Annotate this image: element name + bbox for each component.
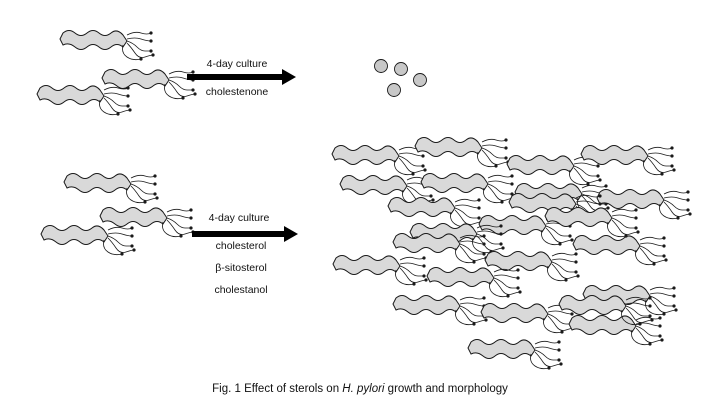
result-bacterium-14 [572, 235, 669, 267]
coccoid-cell-icon-2 [394, 62, 408, 76]
bottom-input-bacterium-3 [40, 225, 137, 257]
top-input-bacterium-1 [59, 30, 156, 62]
caption-species: H. pylori [342, 383, 385, 395]
figure-caption: Fig. 1 Effect of sterols on H. pylori gr… [0, 383, 720, 395]
result-bacterium-1 [331, 145, 428, 177]
result-bacterium-8 [596, 189, 693, 221]
top-input-bacterium-2 [101, 69, 198, 101]
bottom-arrow-label-culture: 4-day culture [208, 212, 270, 224]
result-bacterium-15 [332, 255, 429, 287]
coccoid-cell-icon-4 [387, 83, 401, 97]
bottom-input-bacterium-1 [63, 173, 160, 205]
caption-suffix: growth and morphology [384, 383, 508, 395]
result-bacterium-6 [420, 173, 517, 205]
coccoid-cell-icon-1 [374, 59, 388, 73]
result-bacterium-23 [544, 207, 641, 239]
bottom-arrow-label-cholestanol: cholestanol [214, 284, 268, 296]
result-bacterium-2 [414, 137, 511, 169]
result-bacterium-17 [426, 267, 523, 299]
result-bacterium-9 [387, 197, 484, 229]
bottom-arrow-label-cholesterol: cholesterol [215, 240, 267, 252]
caption-prefix: Fig. 1 Effect of sterols on [212, 383, 343, 395]
top-input-bacterium-3 [36, 85, 133, 117]
result-bacterium-4 [580, 145, 677, 177]
result-bacterium-3 [506, 155, 603, 187]
result-bacterium-19 [392, 295, 489, 327]
top-right-arrow-icon [187, 69, 296, 85]
coccoid-cell-icon-3 [413, 73, 427, 87]
result-bacterium-16 [484, 251, 581, 283]
top-arrow-label-culture: 4-day culture [206, 58, 268, 70]
result-bacterium-22 [467, 339, 564, 371]
bottom-right-arrow-icon [192, 226, 298, 242]
bottom-arrow-label-sitosterol: β-sitosterol [215, 262, 267, 274]
top-arrow-label-cholestenone: cholestenone [205, 86, 269, 98]
